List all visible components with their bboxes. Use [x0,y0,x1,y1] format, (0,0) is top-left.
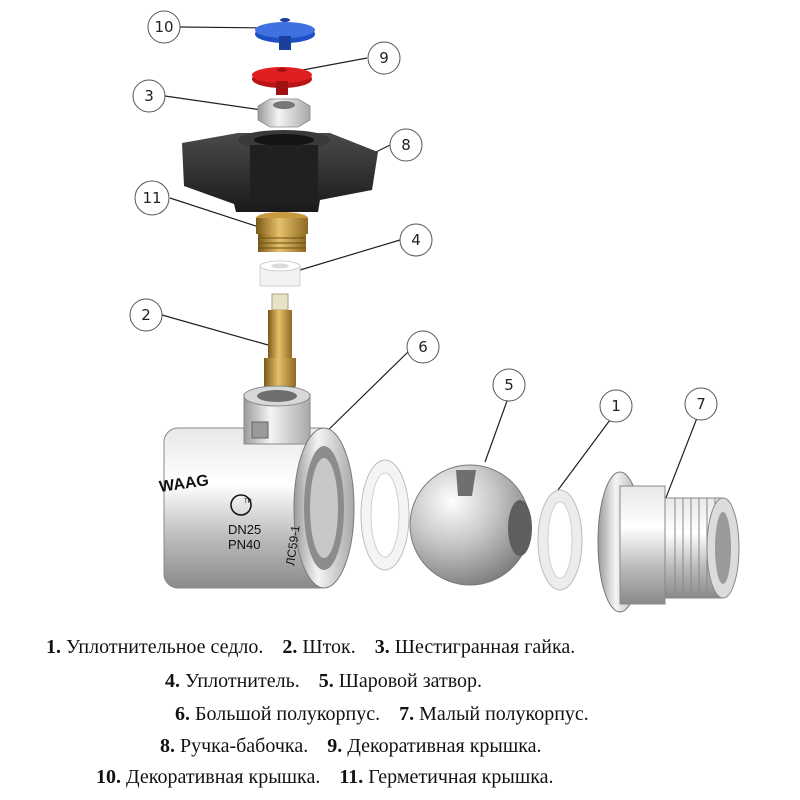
legend-line-5: 10. Декоративная крышка. 11. Герметичная… [0,766,800,789]
legend-text: Большой полукорпус. [195,703,381,725]
svg-text:1: 1 [611,397,621,415]
legend-num: 4. [165,670,180,692]
legend-num: 9. [327,735,343,757]
legend-num: 10. [96,766,121,788]
legend-line-2: 4. Уплотнитель. 5. Шаровой затвор. [0,670,800,693]
leader-lines [161,26,698,514]
material-marking: ЛС59-1 [283,524,303,566]
callout-9: 9 [367,41,401,75]
legend-num: 5. [318,670,334,692]
seat-ring-left [360,459,410,571]
pn-marking: PN40 [228,537,261,552]
brand-mark: WAAG [158,472,210,496]
part-11-brass-gland [256,212,308,252]
callout-1: 1 [599,389,633,423]
part-2-stem [264,293,296,392]
legend-line-1: 1. Уплотнительное седло. 2. Шток. 3. Шес… [0,636,800,659]
callout-4: 4 [399,223,433,257]
legend-text: Шаровой затвор. [338,670,483,692]
part-1-seat-ring [537,489,583,591]
part-7-small-body [597,471,740,613]
legend-text: Декоративная крышка. [126,766,321,788]
legend-num: 6. [175,703,190,725]
svg-text:8: 8 [401,136,411,154]
legend-num: 11. [339,766,364,788]
svg-text:9: 9 [379,49,389,67]
legend-text: Герметичная крышка. [368,766,554,788]
legend-text: Уплотнитель. [185,670,300,692]
cert-text: ТР [244,499,252,505]
legend-text: Шток. [302,636,356,658]
legend-num: 1. [46,636,61,658]
callout-2: 2 [129,298,163,332]
legend-text: Шестигранная гайка. [394,636,576,658]
legend-line-4: 8. Ручка-бабочка. 9. Декоративная крышка… [0,735,800,758]
legend-text: Малый полукорпус. [419,703,589,725]
svg-text:6: 6 [418,338,428,356]
legend-num: 8. [160,735,175,757]
svg-text:3: 3 [144,87,154,105]
svg-text:5: 5 [504,376,514,394]
legend-num: 3. [374,636,390,658]
callout-3: 3 [132,79,166,113]
legend-text: Ручка-бабочка. [180,735,309,757]
callout-6: 6 [406,330,440,364]
callout-10: 10 [147,10,181,44]
part-3-hex-nut [257,98,311,128]
dn-marking: DN25 [228,522,261,537]
part-9-red-cap [252,67,312,95]
legend-num: 7. [399,703,415,725]
legend-text: Декоративная крышка. [347,735,542,757]
part-10-blue-cap [255,18,315,50]
part-8-butterfly-handle [182,130,378,212]
callout-5: 5 [492,368,526,402]
certification-mark: ТР [230,494,252,516]
svg-text:10: 10 [154,18,173,36]
exploded-valve-diagram: WAAG ТР DN25 PN40 ЛС59-1 [129,10,740,613]
legend-line-3: 6. Большой полукорпус. 7. Малый полукорп… [0,703,800,726]
svg-text:7: 7 [696,395,706,413]
callout-7: 7 [684,387,718,421]
legend-text: Уплотнительное седло. [66,636,264,658]
callout-8: 8 [389,128,423,162]
callout-11: 11 [134,180,170,216]
part-4-seal [259,260,301,287]
svg-text:11: 11 [142,189,161,207]
part-6-large-body [163,385,355,589]
svg-text:4: 4 [411,231,421,249]
svg-text:2: 2 [141,306,151,324]
legend-num: 2. [282,636,298,658]
part-5-ball [409,464,532,586]
